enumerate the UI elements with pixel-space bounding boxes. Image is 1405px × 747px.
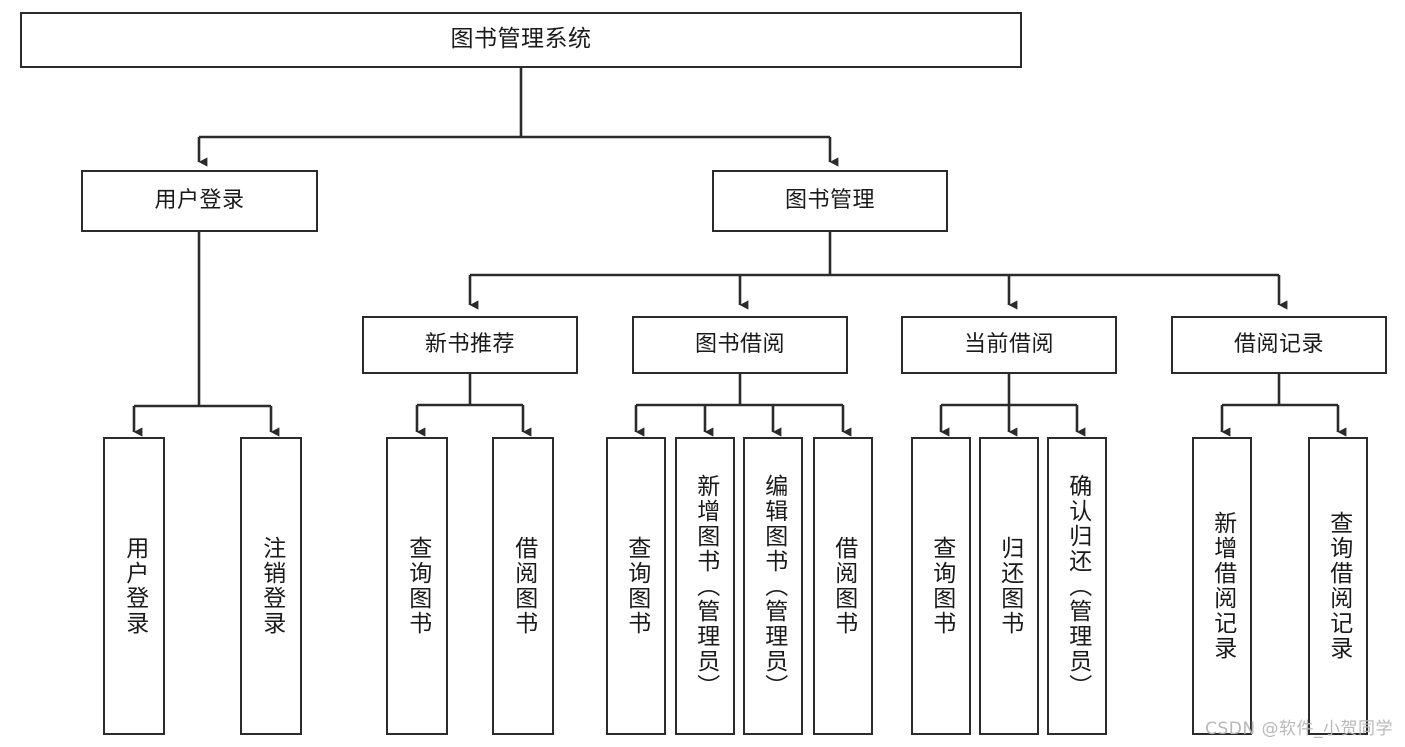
node-leaf-logout-login[interactable]: 注销登录 [240,437,302,735]
node-leaf-query-book-1-label: 查询图书 [404,536,431,636]
node-leaf-return-book[interactable]: 归还图书 [979,437,1039,735]
node-book-borrow[interactable]: 图书借阅 [632,316,848,374]
node-leaf-user-login-label: 用户登录 [121,536,148,636]
node-root-label: 图书管理系统 [450,26,592,53]
node-leaf-borrow-book-2-label: 借阅图书 [830,536,857,636]
node-leaf-return-book-label: 归还图书 [996,536,1023,636]
node-leaf-borrow-book-1-label: 借阅图书 [510,536,537,636]
node-leaf-borrow-book-2[interactable]: 借阅图书 [813,437,873,735]
node-leaf-confirm-return-label: 确认归还（管理员） [1064,473,1091,699]
node-leaf-add-record-label: 新增借阅记录 [1209,511,1236,661]
node-book-management[interactable]: 图书管理 [712,170,948,232]
node-book-borrow-label: 图书借阅 [694,332,785,358]
node-leaf-query-record-label: 查询借阅记录 [1325,511,1352,661]
node-leaf-add-book[interactable]: 新增图书（管理员） [675,437,735,735]
node-new-book-recommend-label: 新书推荐 [424,332,515,358]
node-leaf-query-book-2-label: 查询图书 [623,536,650,636]
node-current-borrow[interactable]: 当前借阅 [901,316,1117,374]
node-user-login[interactable]: 用户登录 [81,170,318,232]
node-leaf-query-book-2[interactable]: 查询图书 [606,437,666,735]
node-leaf-confirm-return[interactable]: 确认归还（管理员） [1047,437,1107,735]
node-leaf-edit-book[interactable]: 编辑图书（管理员） [743,437,803,735]
node-root[interactable]: 图书管理系统 [20,12,1022,68]
node-leaf-edit-book-label: 编辑图书（管理员） [760,473,787,699]
node-leaf-add-record[interactable]: 新增借阅记录 [1192,437,1252,735]
node-user-login-label: 用户登录 [154,188,245,214]
node-leaf-add-book-label: 新增图书（管理员） [692,473,719,699]
node-leaf-user-login[interactable]: 用户登录 [103,437,165,735]
node-new-book-recommend[interactable]: 新书推荐 [362,316,578,374]
node-leaf-query-book-1[interactable]: 查询图书 [386,437,448,735]
node-current-borrow-label: 当前借阅 [963,332,1054,358]
node-leaf-logout-login-label: 注销登录 [258,536,285,636]
node-borrow-record-label: 借阅记录 [1233,332,1324,358]
node-leaf-borrow-book-1[interactable]: 借阅图书 [492,437,554,735]
node-book-management-label: 图书管理 [784,188,875,214]
node-leaf-query-book-3-label: 查询图书 [928,536,955,636]
node-borrow-record[interactable]: 借阅记录 [1171,316,1387,374]
node-leaf-query-record[interactable]: 查询借阅记录 [1308,437,1368,735]
node-leaf-query-book-3[interactable]: 查询图书 [911,437,971,735]
